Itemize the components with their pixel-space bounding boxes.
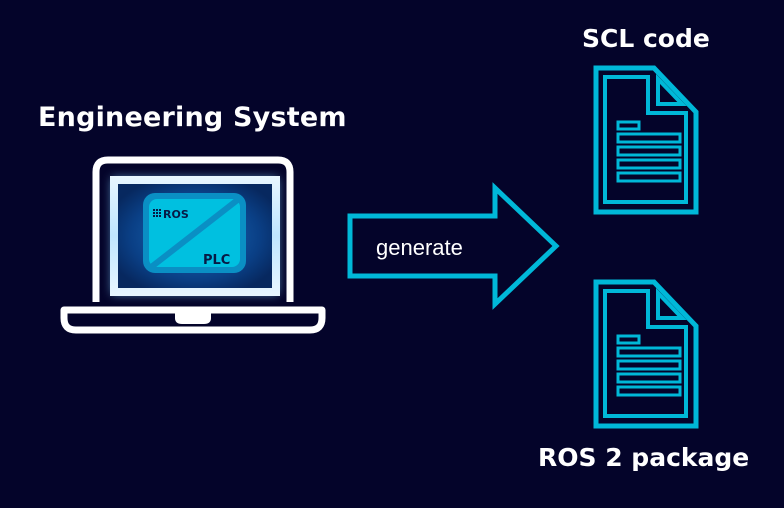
laptop-base — [60, 306, 326, 334]
tile-diagonal — [148, 195, 242, 271]
ros-plc-tile: ROS PLC — [143, 193, 246, 273]
arrow-right-icon: generate — [347, 182, 560, 310]
ros-dots-icon — [153, 209, 161, 217]
laptop-icon: ROS PLC — [60, 156, 326, 334]
document-icon — [593, 279, 699, 429]
ros2-package-label: ROS 2 package — [538, 443, 750, 472]
laptop-hinge — [175, 308, 211, 324]
scl-code-label: SCL code — [582, 24, 710, 53]
laptop-lid-outline — [92, 156, 294, 302]
generate-label: generate — [376, 235, 463, 260]
engineering-system-label: Engineering System — [38, 102, 347, 133]
plc-text: PLC — [203, 253, 230, 268]
ros-text: ROS — [163, 208, 189, 221]
document-icon — [593, 65, 699, 215]
